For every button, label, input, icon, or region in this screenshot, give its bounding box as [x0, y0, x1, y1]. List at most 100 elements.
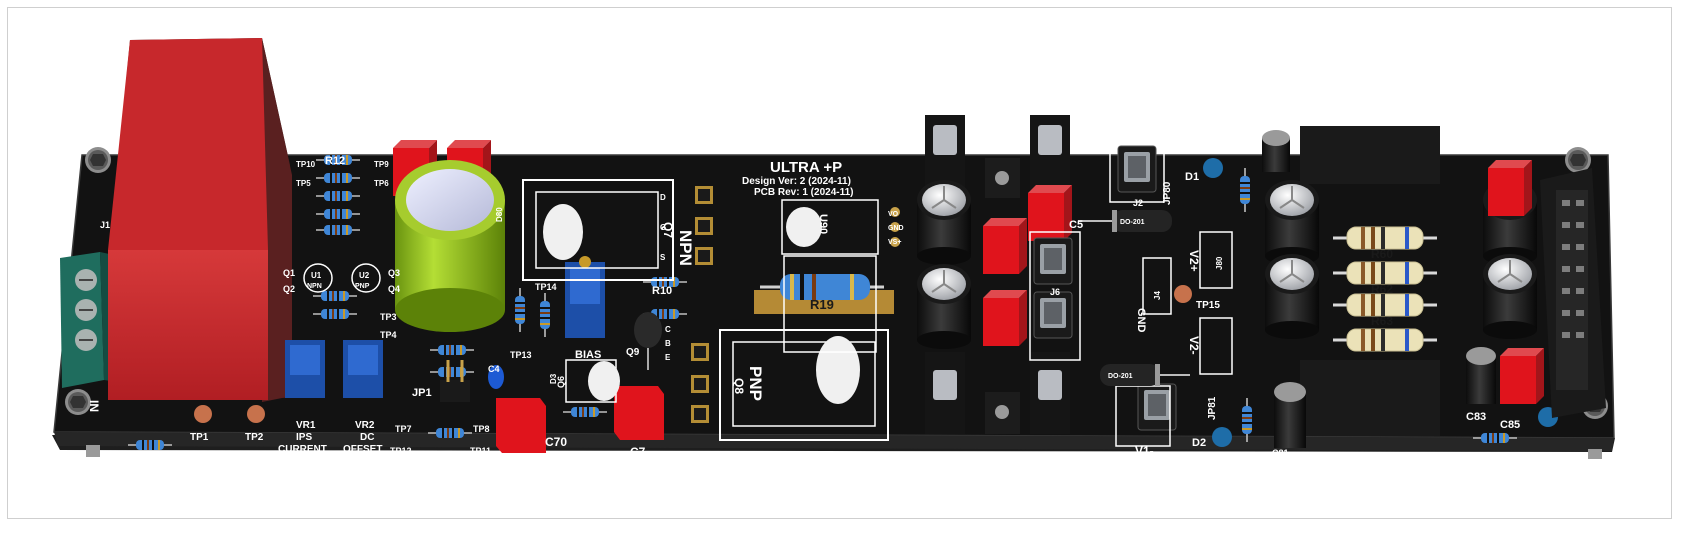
v1-minus-label: V1-: [1135, 444, 1154, 458]
j2-label: J2: [1133, 198, 1143, 208]
gnd-small-label: GND: [888, 225, 904, 232]
pcb-revision: PCB Rev: 1 (2024-11): [754, 187, 854, 198]
q4-label: Q4: [388, 284, 400, 294]
r19-label: R19: [810, 297, 834, 312]
q1-label: Q1: [283, 268, 295, 278]
tp14-label: TP14: [535, 282, 557, 292]
d2-label: D2: [1192, 437, 1206, 449]
jp1-label: JP1: [412, 387, 432, 399]
gnd-label: GND: [1135, 308, 1147, 333]
c7-label: C7: [630, 445, 646, 459]
tp10-label: TP10: [296, 160, 316, 169]
output-connector: [1540, 168, 1606, 418]
tp15-label: TP15: [1196, 300, 1220, 311]
psu-bridge-rectifiers: [1300, 126, 1440, 436]
c81-label: C81: [1272, 448, 1289, 458]
tp9-label: TP9: [374, 160, 389, 169]
d1-label: D1: [1185, 171, 1199, 183]
dual-transistors: [303, 263, 381, 293]
tp8-label: TP8: [473, 424, 490, 434]
r12-label: R12: [325, 155, 345, 167]
tp13-label: TP13: [510, 350, 532, 360]
pin-d-label: D: [660, 193, 666, 202]
current-label: CURRENT: [278, 444, 327, 455]
pin-s-label: S: [660, 253, 666, 262]
silkscreen-text: ULTRA +P Design Ver: 2 (2024-11) PCB Rev…: [100, 155, 1520, 459]
mounting-screws: [65, 147, 1608, 459]
c83-label: C83: [1466, 411, 1486, 423]
transistor-footprints: [522, 179, 889, 441]
npn-label: NPN: [676, 230, 695, 266]
q6-label: Q6: [556, 376, 566, 388]
q9-label: Q9: [626, 347, 640, 358]
u2-pnp-label: PNP: [355, 283, 370, 290]
bias-label: BIAS: [575, 349, 601, 361]
psu-diodes: [1078, 210, 1190, 386]
tp1-label: TP1: [190, 432, 209, 443]
tp2-label: TP2: [245, 432, 264, 443]
jp1-header: [440, 360, 504, 402]
q2-label: Q2: [283, 284, 295, 294]
psu-jumpers: [1142, 158, 1558, 447]
pin-b-label: B: [665, 339, 671, 348]
viewport-frame: [7, 7, 1672, 519]
v2-minus-label: V2-: [1187, 336, 1201, 355]
pin-g-label: G: [660, 223, 666, 232]
q9-transistor: [634, 312, 662, 370]
ips-label: IPS: [296, 432, 312, 443]
tp11-label: TP11: [470, 446, 491, 456]
tp3-label: TP3: [380, 312, 397, 322]
pin-e-label: E: [665, 353, 671, 362]
j4-label: J4: [1153, 291, 1162, 300]
u90-label: U90: [817, 214, 829, 234]
do201-bottom-label: DO-201: [1108, 373, 1133, 380]
r62-label: R62: [1371, 282, 1393, 296]
vr1-label: VR1: [296, 420, 316, 431]
d80-label: D80: [495, 207, 504, 222]
design-version: Design Ver: 2 (2024-11): [742, 176, 851, 187]
j80-label: J80: [1215, 256, 1224, 270]
u1-label: U1: [311, 271, 322, 280]
trimmers: [285, 256, 605, 398]
j6-label: J6: [1050, 287, 1060, 297]
tp4-label: TP4: [380, 330, 397, 340]
u1-npn-label: NPN: [307, 283, 322, 290]
tp12-label: TP12: [390, 446, 412, 456]
do201-top-label: DO-201: [1120, 219, 1145, 226]
tp7-label: TP7: [395, 424, 412, 434]
test-point-beads: [194, 405, 265, 423]
d3-label: D3: [549, 373, 558, 384]
jp81-label: JP81: [1207, 396, 1218, 420]
green-electrolytic-capacitor: [395, 160, 505, 332]
tp5-label: TP5: [296, 179, 311, 188]
c4-label: C4: [488, 364, 500, 374]
psu-left-heatsinks: [925, 115, 1070, 434]
u2-label: U2: [359, 271, 370, 280]
dc-label: DC: [360, 432, 374, 443]
c70-label: C70: [545, 435, 567, 449]
q8-label: Q8: [732, 378, 746, 394]
q7-label: Q7: [661, 222, 675, 238]
pnp-label: PNP: [746, 366, 765, 401]
c81-c83-caps: [1262, 130, 1496, 448]
vr2-label: VR2: [355, 420, 375, 431]
c5-label: C5: [1069, 219, 1083, 231]
r19-resistor: [754, 255, 894, 353]
c70-c7-caps: [496, 359, 664, 453]
board-title: ULTRA +P: [770, 159, 842, 176]
v2-plus-label: V2+: [1187, 250, 1201, 272]
jp80-label: JP80: [1162, 181, 1173, 205]
vs-label: VS+: [888, 239, 901, 246]
j1-label: J1: [100, 220, 110, 230]
tp6-label: TP6: [374, 179, 389, 188]
r60-label: R60: [1371, 247, 1393, 261]
r63-label: R63: [1371, 314, 1393, 328]
q3-label: Q3: [388, 268, 400, 278]
r10-label: R10: [652, 285, 672, 297]
in-label: IN: [87, 400, 101, 412]
red-box-capacitor: [108, 38, 292, 402]
c85-label: C85: [1500, 419, 1520, 431]
pin-c-label: C: [665, 325, 671, 334]
